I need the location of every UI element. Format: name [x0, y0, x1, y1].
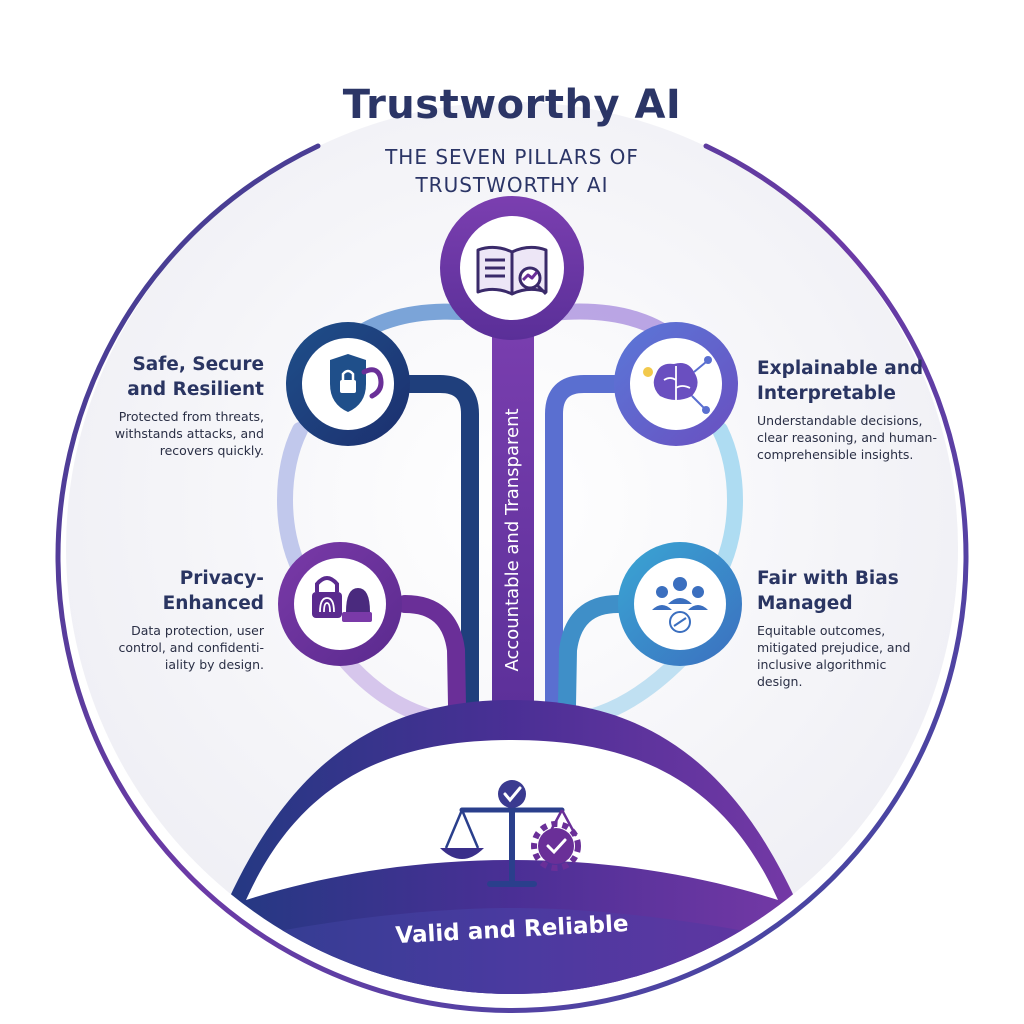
privacy-pillar-description: Data protection, user control, and confi… — [92, 622, 264, 673]
explainable-desc-line-3: comprehensible insights. — [757, 447, 914, 462]
privacy-pillar-node — [278, 542, 402, 666]
fair-desc-line-4: design. — [757, 674, 803, 689]
safe-desc-line-3: recovers quickly. — [159, 443, 264, 458]
safe-title-line-1: Safe, Secure — [132, 354, 264, 375]
fair-desc-line-1: Equitable outcomes, — [757, 623, 886, 638]
explainable-desc-line-1: Understandable decisions, — [757, 413, 923, 428]
fair-desc-line-2: mitigated prejudice, and — [757, 640, 911, 655]
safe-desc-line-2: withstands attacks, and — [114, 426, 264, 441]
subtitle-line-1: THE SEVEN PILLARS OF — [385, 145, 639, 169]
accountable-transparent-label: Accountable and Transparent — [502, 408, 523, 672]
safe-pillar-title: Safe, Secure and Resilient — [92, 352, 264, 402]
explainable-desc-line-2: clear reasoning, and human- — [757, 430, 937, 445]
explainable-pillar-text: Explainable and Interpretable Understand… — [757, 356, 957, 463]
safe-branch — [401, 375, 479, 769]
privacy-pillar-title: Privacy- Enhanced — [92, 566, 264, 616]
fair-desc-line-3: inclusive algorithmic — [757, 657, 887, 672]
privacy-branch — [396, 595, 467, 769]
safe-pillar-description: Protected from threats, withstands attac… — [92, 408, 264, 459]
privacy-title-line-1: Privacy- — [179, 568, 264, 589]
privacy-pillar-text: Privacy- Enhanced Data protection, user … — [92, 566, 264, 673]
explainable-pillar-title: Explainable and Interpretable — [757, 356, 957, 406]
fair-pillar-text: Fair with Bias Managed Equitable outcome… — [757, 566, 947, 690]
explainable-title-line-2: Interpretable — [757, 383, 896, 404]
people-group-icon — [652, 577, 708, 633]
fair-pillar-description: Equitable outcomes, mitigated prejudice,… — [757, 622, 947, 690]
book-magnifier-icon — [476, 245, 548, 296]
explainable-pillar-description: Understandable decisions, clear reasonin… — [757, 412, 957, 463]
explainable-title-line-1: Explainable and — [757, 358, 924, 379]
shield-lock-icon — [330, 354, 384, 412]
privacy-title-line-2: Enhanced — [162, 593, 264, 614]
page-subtitle: THE SEVEN PILLARS OF TRUSTWORTHY AI — [312, 143, 712, 199]
privacy-desc-line-2: control, and confidenti- — [118, 640, 264, 655]
top-pillar-node — [440, 196, 584, 340]
outer-ring — [55, 143, 969, 1013]
explainable-branch — [545, 375, 623, 769]
accountable-stem — [492, 300, 534, 740]
safe-desc-line-1: Protected from threats, — [118, 409, 264, 424]
fair-branch — [557, 595, 627, 769]
explainable-pillar-node — [614, 322, 738, 446]
fair-title-line-2: Managed — [757, 593, 853, 614]
page-title: Trustworthy AI — [342, 82, 682, 128]
fair-pillar-node — [618, 542, 742, 666]
scales-gear-icon — [440, 780, 581, 887]
subtitle-line-2: TRUSTWORTHY AI — [415, 173, 609, 197]
fingerprint-lock-icon — [312, 576, 372, 622]
privacy-desc-line-3: iality by design. — [164, 657, 264, 672]
fair-title-line-1: Fair with Bias — [757, 568, 899, 589]
safe-pillar-text: Safe, Secure and Resilient Protected fro… — [92, 352, 264, 459]
privacy-desc-line-1: Data protection, user — [131, 623, 264, 638]
fair-pillar-title: Fair with Bias Managed — [757, 566, 947, 616]
safe-pillar-node — [286, 322, 410, 446]
safe-title-line-2: and Resilient — [127, 379, 264, 400]
brain-network-icon — [643, 356, 712, 414]
